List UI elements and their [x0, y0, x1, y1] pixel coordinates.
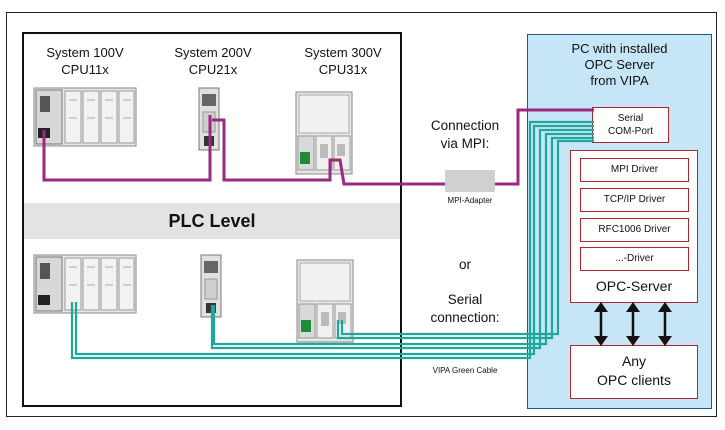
connection-mpi-line2: via MPI:: [440, 136, 490, 151]
serial-cable-100v-b: [74, 124, 594, 356]
com-port-line1: Serial: [617, 113, 644, 124]
connection-mpi-label: Connection via MPI:: [410, 117, 520, 153]
opc-clients-line1: Any: [621, 353, 647, 369]
plc-level-band: [24, 203, 400, 239]
system-200v-name: System 200V: [174, 45, 252, 60]
serial-connection-line2: connection:: [430, 310, 500, 325]
pc-title: PC with installed OPC Server from VIPA: [527, 41, 712, 89]
driver-rfc1006: RFC1006 Driver: [580, 218, 689, 242]
connection-mpi-line1: Connection: [430, 118, 500, 133]
driver-other: ...-Driver: [580, 247, 689, 271]
opc-arrows: [594, 302, 672, 346]
com-port-line2: COM-Port: [608, 126, 653, 137]
system-300v-name: System 300V: [304, 45, 382, 60]
driver-mpi: MPI Driver: [580, 158, 689, 182]
or-label: or: [458, 257, 471, 272]
driver-tcpip: TCP/IP Driver: [580, 188, 689, 212]
system-100v-rack-top: [33, 87, 137, 147]
pc-title-line1: PC with installed: [571, 41, 668, 56]
opc-clients-box: Any OPC clients: [570, 345, 698, 399]
system-100v-label: System 100V CPU11x: [30, 44, 140, 78]
outer-frame: [6, 12, 717, 417]
serial-connection-label: Serial connection:: [410, 291, 520, 327]
mpi-cable-200v-300v: [212, 118, 445, 186]
serial-cables: [70, 120, 594, 360]
serial-cable-300v-b: [340, 139, 594, 336]
mpi-cable-to-com: [495, 108, 594, 186]
system-100v-rack-bottom: [33, 254, 137, 314]
mpi-adapter-label: MPI-Adapter: [447, 196, 493, 205]
pc-title-line2: OPC Server: [584, 57, 655, 72]
system-100v-name: System 100V: [46, 45, 124, 60]
opc-server-label: OPC-Server: [595, 278, 673, 294]
system-300v-label: System 300V CPU31x: [288, 44, 398, 78]
system-200v-label: System 200V CPU21x: [158, 44, 268, 78]
pc-title-line3: from VIPA: [590, 73, 649, 88]
serial-cable-300v: [336, 136, 594, 340]
system-100v-cpu: CPU11x: [61, 62, 109, 77]
serial-cable-200v: [210, 128, 594, 350]
mpi-adapter-device: [445, 170, 495, 192]
opc-clients-line2: OPC clients: [597, 372, 671, 388]
system-300v-rack-bottom: [296, 259, 354, 343]
com-port-box: Serial COM-Port: [592, 107, 669, 143]
system-300v-cpu: CPU31x: [318, 62, 368, 77]
serial-connection-line1: Serial: [447, 292, 483, 307]
serial-cable-100v: [70, 120, 594, 360]
mpi-cables: [42, 108, 594, 186]
system-200v-cpu: CPU21x: [188, 62, 238, 77]
mpi-cable-100v: [42, 115, 212, 182]
green-cable-label: VIPA Green Cable: [432, 366, 498, 375]
system-300v-rack-top: [295, 91, 353, 175]
serial-cable-200v-b: [212, 132, 594, 346]
plc-level-label: PLC Level: [168, 211, 256, 231]
